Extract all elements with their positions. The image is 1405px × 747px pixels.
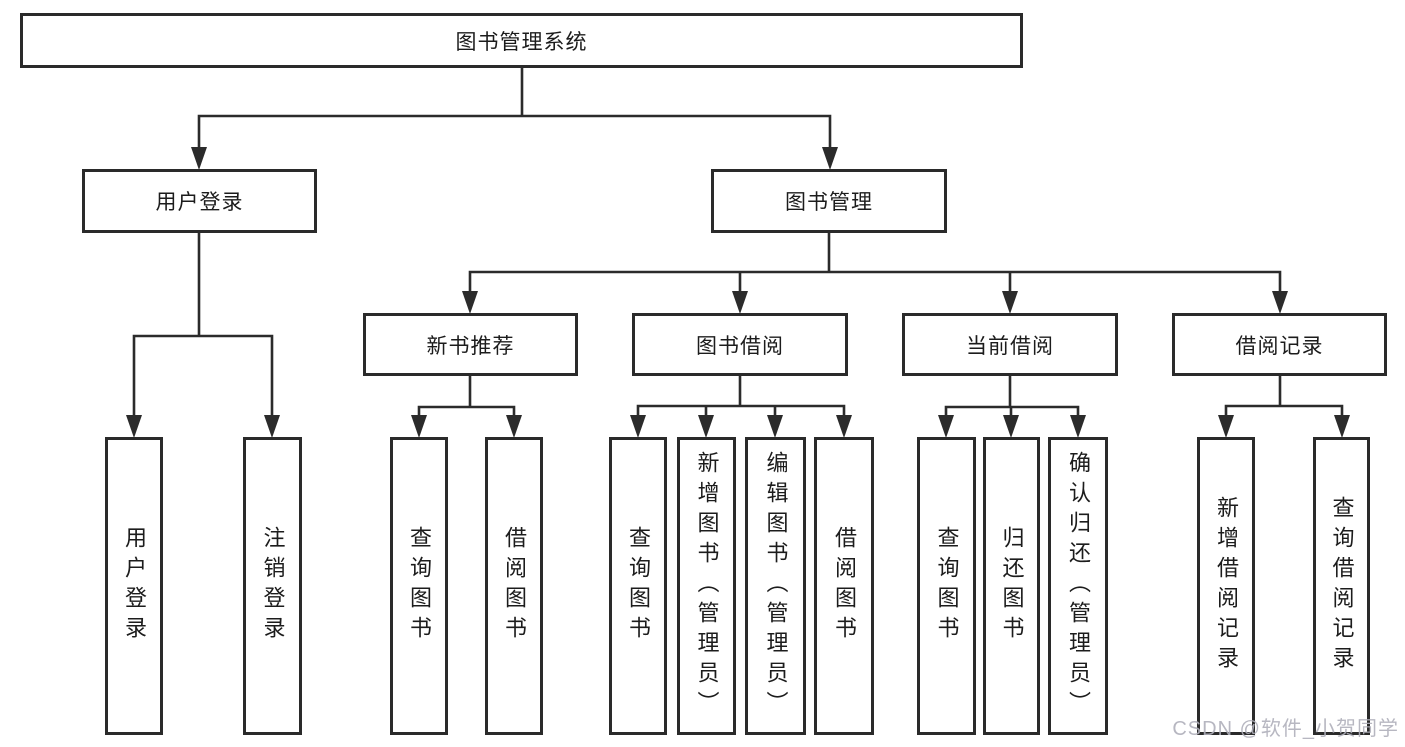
leaf-query-books-recommend: 查询图书: [390, 437, 448, 735]
leaf-query-books-current: 查询图书: [917, 437, 976, 735]
watermark: CSDN @软件_小贺同学: [1172, 718, 1399, 740]
node-new-book-recommend: 新书推荐: [363, 313, 578, 376]
leaf-add-books-admin: 新增图书（管理员）: [677, 437, 736, 735]
node-current-borrow: 当前借阅: [902, 313, 1118, 376]
leaf-query-borrow-record: 查询借阅记录: [1313, 437, 1370, 735]
leaf-edit-books-admin: 编辑图书（管理员）: [745, 437, 806, 735]
node-book-borrow: 图书借阅: [632, 313, 848, 376]
leaf-query-books-borrow: 查询图书: [609, 437, 667, 735]
leaf-borrow-books-recommend: 借阅图书: [485, 437, 543, 735]
leaf-confirm-return-admin: 确认归还（管理员）: [1048, 437, 1108, 735]
leaf-user-login: 用户登录: [105, 437, 163, 735]
leaf-add-borrow-record: 新增借阅记录: [1197, 437, 1255, 735]
node-library-management-system: 图书管理系统: [20, 13, 1023, 68]
node-user-login: 用户登录: [82, 169, 317, 233]
leaf-return-books: 归还图书: [983, 437, 1040, 735]
node-book-management: 图书管理: [711, 169, 947, 233]
leaf-logout: 注销登录: [243, 437, 302, 735]
node-borrow-record: 借阅记录: [1172, 313, 1387, 376]
leaf-borrow-books: 借阅图书: [814, 437, 874, 735]
